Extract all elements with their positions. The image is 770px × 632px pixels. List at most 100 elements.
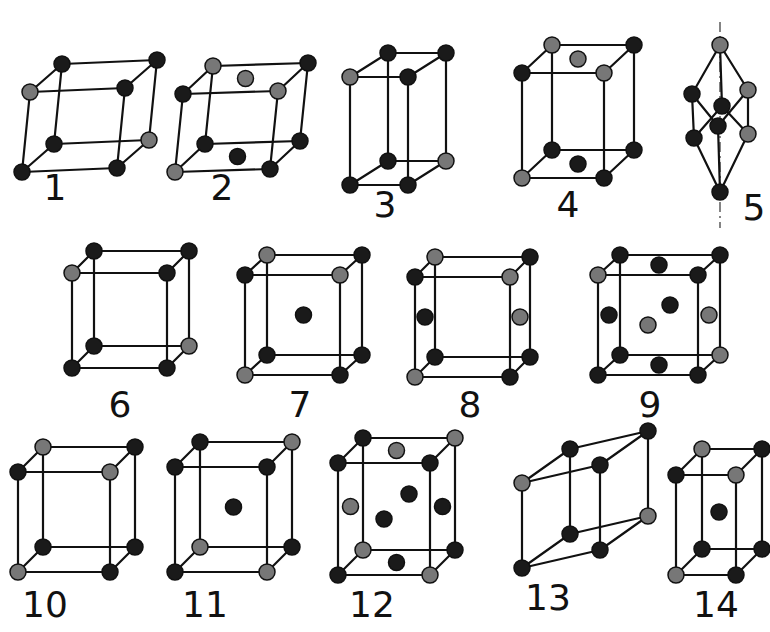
lattice-point [710,118,726,134]
lattice-edge [522,177,604,179]
lattice-edge [551,45,553,150]
lattice-point [342,177,358,193]
lattice-point [197,136,213,152]
lattice-edge [363,549,455,551]
lattice-edge [735,475,737,575]
lattice-edge [134,447,136,547]
lattice-edge [521,483,523,568]
lattice-point [427,249,443,265]
callout-number: 14 [693,587,739,623]
lattice-point [332,367,348,383]
lattice-point [544,142,560,158]
lattice-edge [175,466,267,468]
lattice-edge [300,63,308,141]
lattice-edge [414,277,416,377]
lattice-point [596,65,612,81]
lattice-point [512,309,528,325]
lattice-point [612,347,628,363]
callout-number: 1 [44,170,67,206]
lattice-point [590,267,606,283]
lattice-point [149,52,165,68]
lattice-point [728,467,744,483]
lattice-point [447,430,463,446]
lattice-point [514,475,530,491]
lattice-edge [188,251,190,346]
lattice-edge [702,448,762,450]
lattice-point [205,58,221,74]
lattice-edge [266,467,268,572]
lattice-point [668,567,684,583]
lattice-point [54,56,70,72]
lattice-point [714,98,730,114]
lattice-point [292,133,308,149]
lattice-edge [54,64,62,144]
lattice-point [270,83,286,99]
lattice-edge [199,442,201,547]
lattice-point [296,307,312,323]
lattice-edge [454,438,456,550]
lattice-point [712,184,728,200]
lattice-point [127,539,143,555]
lattice-edge [42,447,44,547]
lattice-point [668,467,684,483]
lattice-point [592,542,608,558]
lattice-point [522,349,538,365]
lattice-point [64,360,80,376]
lattice-point [86,243,102,259]
lattice-point [690,267,706,283]
lattice-point [651,257,667,273]
lattice-edge [109,472,111,572]
lattice-point [640,423,656,439]
lattice-point [422,455,438,471]
lattice-point [502,369,518,385]
lattice-point [102,564,118,580]
lattice-point [400,69,416,85]
lattice-point [389,555,405,571]
lattice-edge [245,374,340,376]
callout-number: 12 [349,587,395,623]
lattice-point [46,136,62,152]
lattice-point [570,156,586,172]
lattice-edge [415,276,510,278]
lattice-edge [361,255,363,355]
lattice-edge [509,277,511,377]
lattice-point [355,430,371,446]
lattice-point [570,51,586,67]
lattice-point [10,464,26,480]
lattice-point [109,160,125,176]
lattice-edge [552,44,634,46]
lattice-point [544,37,560,53]
lattice-edge [22,92,30,172]
lattice-edge [18,471,110,473]
lattice-edge [43,546,135,548]
lattice-point [754,441,770,457]
lattice-edge [387,53,389,161]
callout-number: 3 [374,187,397,223]
lattice-edge [552,149,634,151]
lattice-edge [720,134,748,192]
lattice-edge [62,60,157,64]
lattice-edge [407,77,409,185]
lattice-point [355,542,371,558]
lattice-edge [72,367,167,369]
lattice-edge [363,437,455,439]
lattice-edge [291,442,293,547]
lattice-edge [266,255,268,355]
lattice-point [376,511,392,527]
lattice-edge [600,431,648,465]
lattice-edge [17,472,19,572]
lattice-edge [43,446,135,448]
lattice-point [662,297,678,313]
lattice-point [342,69,358,85]
lattice-edge [647,431,649,516]
callout-number: 9 [639,387,662,423]
lattice-point [237,367,253,383]
lattice-edge [620,254,720,256]
callout-number: 10 [22,587,68,623]
lattice-edge [213,63,308,66]
lattice-point [701,307,717,323]
lattice-point [259,347,275,363]
lattice-edge [200,441,292,443]
lattice-edge [205,141,300,144]
lattice-point [514,560,530,576]
